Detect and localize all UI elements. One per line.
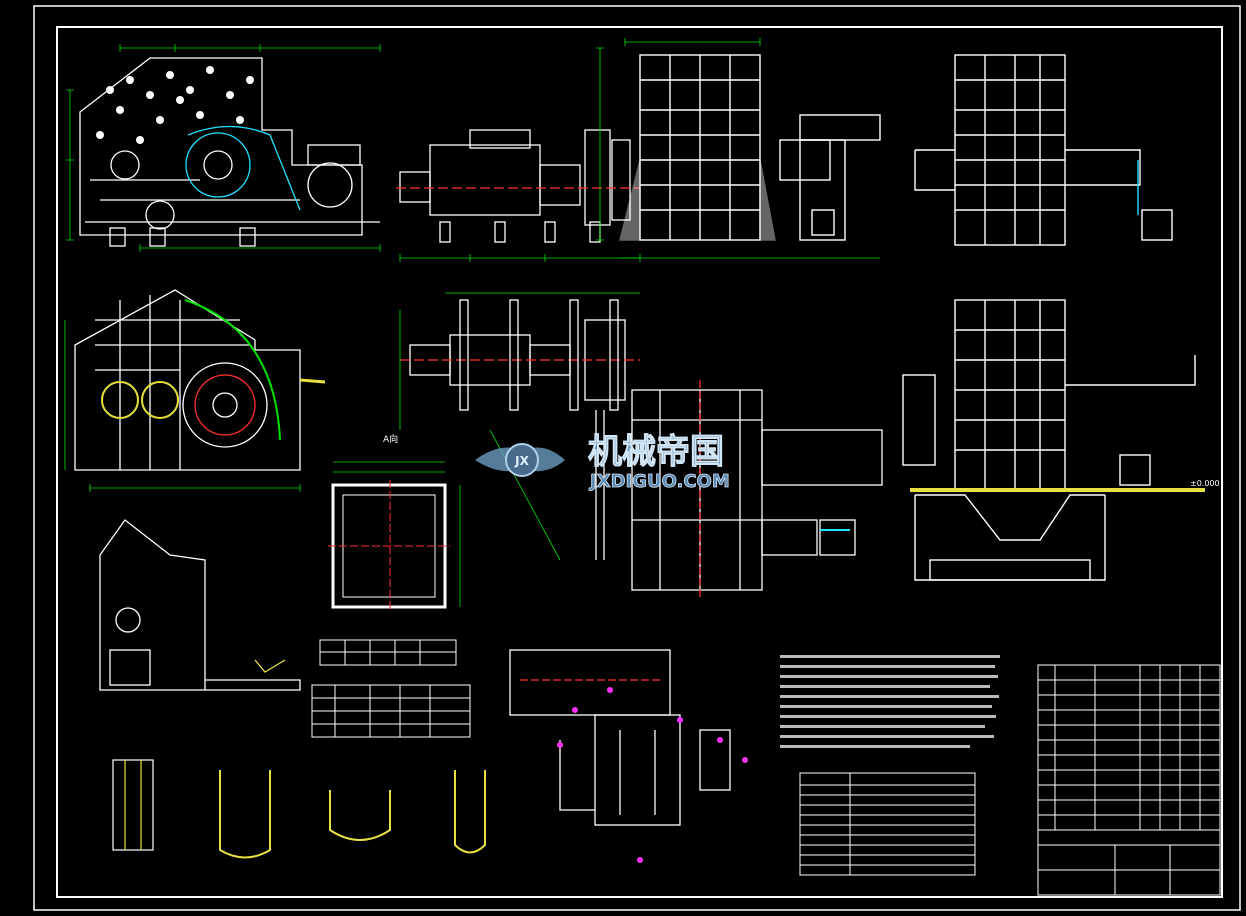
watermark-title: 机械帝国 [588,432,724,472]
building-front-dimensions [620,38,880,259]
crusher-side-elevation [79,57,380,247]
building-foundation-elevation [902,299,1205,581]
drive-train-plan [400,299,640,560]
crusher-dots [96,66,254,144]
building-plan [631,380,883,600]
crusher-side-dimensions [66,44,381,252]
outer-border [33,5,1241,911]
watermark-emblem: JX [514,454,529,468]
building-front-elevation [619,54,881,241]
crusher-section-dimensions [64,320,301,492]
title-block [1037,664,1221,896]
watermark-logo: JX 机械帝国 JXDIGUO.COM [475,432,730,492]
watermark-url: JXDIGUO.COM [588,471,730,492]
parts-table-small [311,639,471,738]
foundation-plan [509,649,731,826]
drive-train-dimensions [399,47,641,262]
building-side-elevation [914,54,1173,246]
crusher-cross-section [74,289,326,471]
section-a-hopper: A向 [328,433,461,612]
drive-train-elevation [396,129,640,243]
tech-requirements-block [780,655,1000,748]
gear-icon [505,443,539,477]
section-a-label: A向 [383,433,398,445]
foundation-markers [557,687,748,863]
detail-sections [112,759,486,859]
elevation-level-label: ±0.000 [1190,479,1220,488]
tech-spec-table [799,772,976,876]
crusher-end-view [99,519,301,691]
inner-border [56,26,1223,898]
